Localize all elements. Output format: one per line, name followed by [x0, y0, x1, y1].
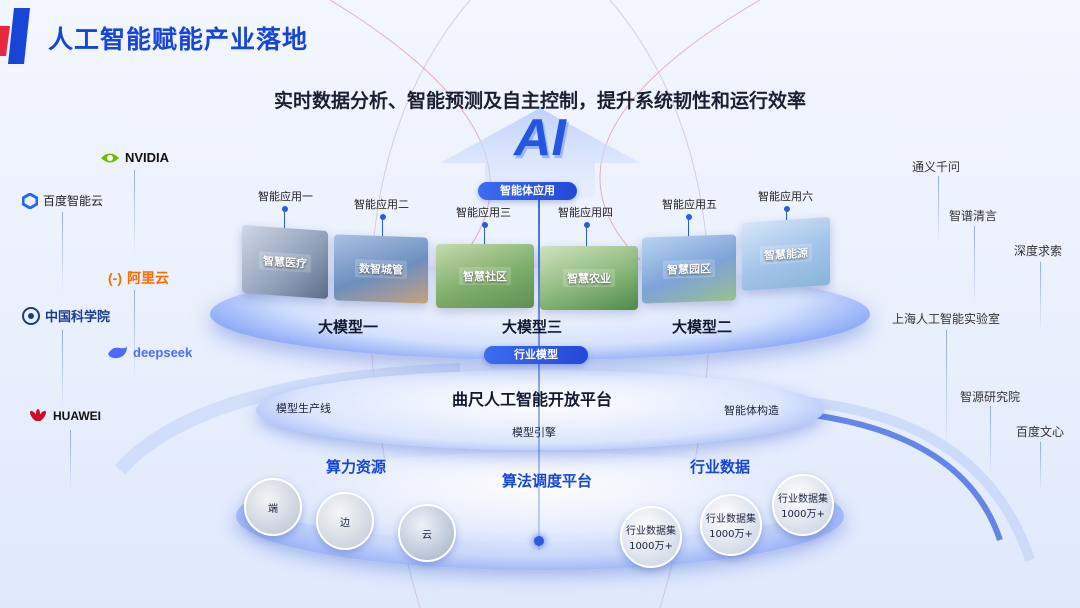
app-pin-line: [688, 220, 689, 242]
partner-label: 通义千问: [912, 160, 961, 174]
compute-label: 算力资源: [326, 458, 387, 476]
app-card-agriculture[interactable]: 智慧农业: [540, 246, 638, 310]
app-pin-line: [484, 228, 485, 248]
aliyun-bracket-icon: (-): [108, 270, 122, 286]
label-connector: [1040, 262, 1041, 332]
deepseek-whale-icon: [108, 346, 127, 359]
app-label: 智能应用五: [662, 198, 717, 211]
data-label: 行业数据: [690, 458, 751, 476]
partner-label: 百度文心: [1016, 425, 1065, 439]
logo-aliyun: (-) 阿里云: [108, 270, 169, 286]
platform-right-label: 智能体构造: [724, 404, 779, 417]
compute-ball-edge-device[interactable]: 端: [244, 478, 302, 536]
logo-connector: [134, 170, 135, 255]
ai-badge: AI: [514, 109, 566, 167]
label-connector: [946, 330, 947, 450]
model-label: 大模型三: [502, 318, 563, 336]
title-accent-bar: [0, 8, 30, 64]
app-pin: [482, 222, 488, 228]
app-label: 智能应用一: [258, 190, 313, 203]
partner-label: 智源研究院: [960, 390, 1021, 404]
up-arrow: [440, 108, 640, 198]
baidu-cloud-icon: [22, 192, 38, 209]
app-label: 智能应用三: [456, 206, 511, 219]
platform-name: 曲尺人工智能开放平台: [452, 390, 613, 409]
page-title: 人工智能赋能产业落地: [48, 25, 309, 54]
app-pin-line: [586, 228, 587, 248]
app-card-park[interactable]: 智慧园区: [642, 234, 736, 304]
app-pin-line: [284, 212, 285, 240]
huawei-petal-icon: [29, 409, 47, 422]
app-card-energy[interactable]: 智慧能源: [742, 216, 830, 292]
app-label: 智能应用六: [758, 190, 813, 203]
app-card-city[interactable]: 数智城管: [334, 234, 428, 304]
logo-connector: [62, 212, 63, 292]
app-pin: [686, 214, 692, 220]
dataset-ball[interactable]: 行业数据集1000万+: [700, 494, 762, 556]
compute-ball-edge[interactable]: 边: [316, 492, 374, 550]
industry-model-tag: 行业模型: [484, 346, 588, 364]
partner-label: 智谱清言: [949, 209, 998, 223]
cas-seal-icon: [22, 306, 40, 325]
compute-ball-cloud[interactable]: 云: [398, 504, 456, 562]
label-connector: [990, 406, 991, 476]
partner-label: 上海人工智能实验室: [892, 312, 1001, 326]
app-pin: [380, 214, 386, 220]
label-connector: [938, 176, 939, 246]
app-label: 智能应用二: [354, 198, 409, 211]
label-connector: [974, 226, 975, 306]
app-pin: [784, 206, 790, 212]
model-label: 大模型二: [672, 318, 733, 336]
logo-connector: [62, 330, 63, 410]
app-pin-line: [382, 220, 383, 242]
app-pin: [282, 206, 288, 212]
logo-deepseek: deepseek: [106, 344, 192, 360]
platform-disc: [256, 370, 824, 450]
logo-nvidia: NVIDIA: [100, 150, 169, 165]
page-subtitle: 实时数据分析、智能预测及自主控制，提升系统韧性和运行效率: [273, 90, 806, 112]
label-connector: [1040, 442, 1041, 492]
logo-baidu: 百度智能云: [22, 192, 103, 209]
model-label: 大模型一: [318, 318, 379, 336]
dataset-ball[interactable]: 行业数据集1000万+: [620, 506, 682, 568]
platform-left-label: 模型生产线: [276, 402, 331, 415]
partner-label: 深度求索: [1014, 244, 1063, 258]
logo-huawei: HUAWEI: [28, 408, 101, 424]
app-card-community[interactable]: 智慧社区: [436, 244, 534, 308]
dataset-ball[interactable]: 行业数据集1000万+: [772, 474, 834, 536]
app-pin: [584, 222, 590, 228]
schedule-label: 算法调度平台: [502, 472, 593, 490]
nvidia-eye-icon: [101, 153, 119, 162]
apps-tag: 智能体应用: [478, 182, 577, 200]
app-label: 智能应用四: [558, 206, 613, 219]
app-card-medical[interactable]: 智慧医疗: [242, 224, 328, 300]
beam: [538, 190, 540, 550]
platform-bottom-label: 模型引擎: [512, 426, 556, 439]
logo-cas: 中国科学院: [22, 306, 110, 325]
beam-dot: [534, 536, 544, 546]
logo-connector: [134, 290, 135, 380]
logo-connector: [70, 430, 71, 490]
